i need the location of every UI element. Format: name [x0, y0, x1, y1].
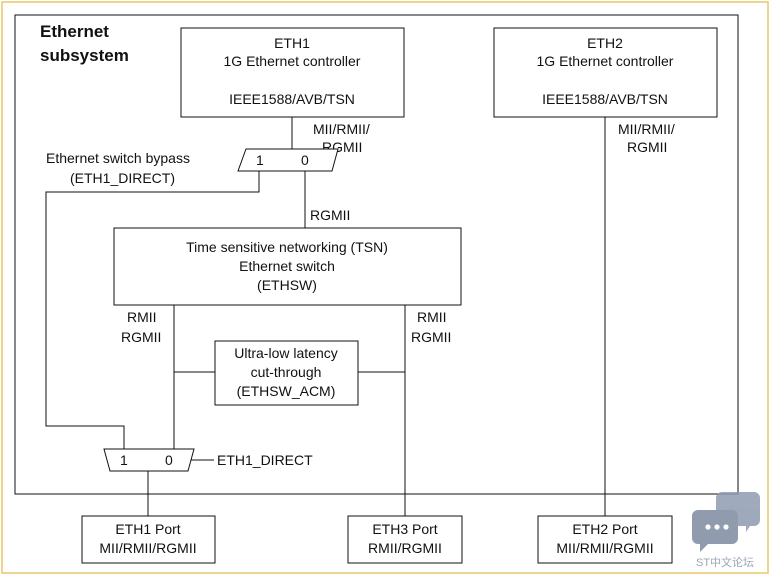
eth1-iface-label-1: MII/RMII/	[313, 121, 370, 137]
bypass-mux: 1 0	[237, 148, 339, 172]
left-iface-label-2: RGMII	[121, 329, 161, 345]
eth1-controller: ETH1 1G Ethernet controller IEEE1588/AVB…	[180, 27, 405, 118]
port-eth3-iface: RMII/RGMII	[368, 540, 442, 556]
right-iface-label-2: RGMII	[411, 329, 451, 345]
port-eth3-name: ETH3 Port	[372, 521, 437, 537]
acm-block: Ultra-low latency cut-through (ETHSW_ACM…	[214, 340, 359, 406]
tsn-line1: Time sensitive networking (TSN)	[186, 239, 388, 255]
eth1-name: ETH1	[274, 35, 310, 51]
bypass-mux-input-1: 1	[256, 152, 264, 168]
tsn-line3: (ETHSW)	[257, 277, 317, 293]
tsn-switch: Time sensitive networking (TSN) Ethernet…	[113, 227, 462, 306]
subsystem-boundary	[14, 14, 739, 495]
acm-line3: (ETHSW_ACM)	[237, 383, 336, 399]
eth2-iface-label-1: MII/RMII/	[618, 121, 675, 137]
output-mux-control-label: ETH1_DIRECT	[217, 452, 313, 468]
eth2-features: IEEE1588/AVB/TSN	[542, 91, 668, 107]
output-mux-input-1: 1	[120, 452, 128, 468]
eth2-desc: 1G Ethernet controller	[537, 53, 674, 69]
eth1-desc: 1G Ethernet controller	[224, 53, 361, 69]
bypass-label-1: Ethernet switch bypass	[46, 150, 190, 166]
tsn-line2: Ethernet switch	[239, 258, 335, 274]
eth2-controller: ETH2 1G Ethernet controller IEEE1588/AVB…	[493, 27, 718, 118]
subsystem-title-line2: subsystem	[40, 46, 129, 65]
port-eth2: ETH2 Port MII/RMII/RGMII	[537, 515, 673, 564]
port-eth2-name: ETH2 Port	[572, 521, 637, 537]
bypass-mux-input-0: 0	[301, 152, 309, 168]
acm-line1: Ultra-low latency	[234, 345, 337, 361]
port-eth1-name: ETH1 Port	[115, 521, 180, 537]
port-eth2-iface: MII/RMII/RGMII	[556, 540, 653, 556]
port-eth1-iface: MII/RMII/RGMII	[99, 540, 196, 556]
right-iface-label-1: RMII	[417, 309, 447, 325]
chat-bubbles-icon	[692, 492, 760, 552]
eth1-features: IEEE1588/AVB/TSN	[229, 91, 355, 107]
left-iface-label-1: RMII	[127, 309, 157, 325]
rgmii-link-label: RGMII	[310, 207, 350, 223]
subsystem-title-line1: Ethernet	[40, 22, 109, 41]
output-mux: 1 0	[103, 448, 195, 472]
watermark-text: ST中文论坛	[696, 555, 754, 569]
output-mux-input-0: 0	[165, 452, 173, 468]
watermark: ST中文论坛	[692, 492, 760, 569]
connection-lines	[45, 117, 606, 516]
eth2-iface-label-2: RGMII	[627, 139, 667, 155]
eth2-name: ETH2	[587, 35, 623, 51]
acm-line2: cut-through	[251, 364, 322, 380]
port-eth1: ETH1 Port MII/RMII/RGMII	[81, 515, 216, 564]
port-eth3: ETH3 Port RMII/RGMII	[347, 515, 463, 564]
bypass-label-2: (ETH1_DIRECT)	[70, 170, 175, 186]
